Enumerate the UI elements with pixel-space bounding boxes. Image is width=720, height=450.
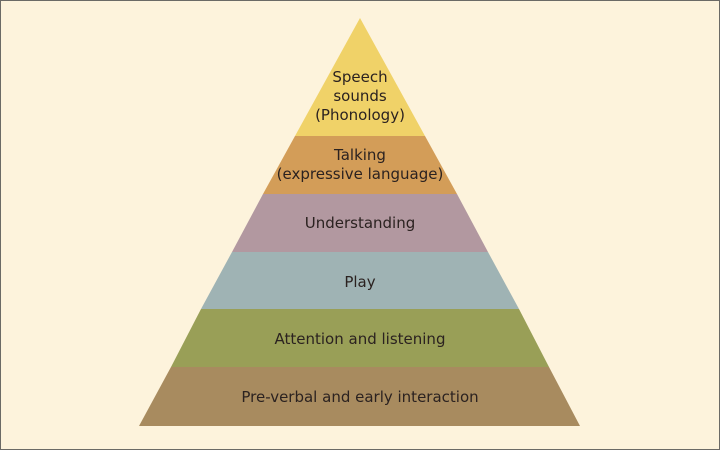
level-2-talking	[263, 136, 457, 194]
level-6-pre-verbal	[139, 367, 580, 426]
level-5-label: Attention and listening	[274, 330, 446, 348]
level-1-label: Speech sounds (Phonology)	[315, 68, 405, 124]
level-4-label: Play	[344, 273, 376, 291]
level-4-play	[201, 252, 519, 309]
level-2-label: Talking (expressive language)	[276, 146, 444, 183]
level-6-label: Pre-verbal and early interaction	[241, 388, 479, 406]
level-1-speech-sounds	[295, 18, 425, 136]
level-5-attention-listening	[171, 309, 549, 367]
level-3-understanding	[232, 194, 488, 252]
level-3-label: Understanding	[304, 214, 416, 232]
